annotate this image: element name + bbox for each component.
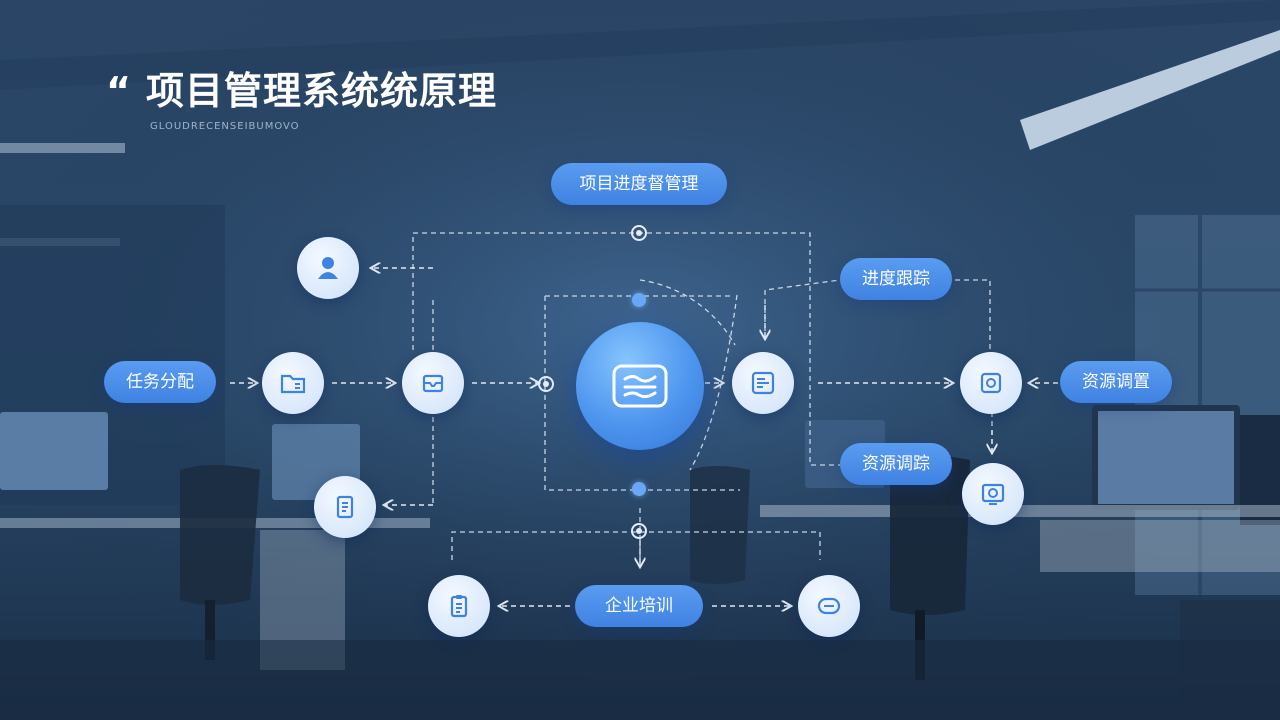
node-chat[interactable] — [798, 575, 860, 637]
label-project-progress[interactable]: 项目进度督管理 — [551, 163, 727, 205]
node-inbox[interactable] — [402, 352, 464, 414]
chat-icon — [817, 597, 841, 615]
document-list-icon — [612, 364, 668, 408]
node-folder[interactable] — [262, 352, 324, 414]
document-icon — [336, 495, 354, 519]
label-resource-tracking[interactable]: 资源调踪 — [840, 443, 952, 485]
inbox-icon — [422, 374, 444, 393]
junction-top — [631, 225, 647, 241]
user-icon — [318, 257, 338, 279]
central-hub[interactable] — [576, 322, 704, 450]
monitor-icon — [981, 483, 1005, 505]
dashboard-icon — [751, 371, 775, 395]
label-task-assignment[interactable]: 任务分配 — [104, 361, 216, 403]
label-progress-tracking[interactable]: 进度跟踪 — [840, 258, 952, 300]
node-document[interactable] — [314, 476, 376, 538]
page-subtitle: GLOUDRECENSEIBUMOVO — [150, 121, 300, 132]
node-settings[interactable] — [960, 352, 1022, 414]
junction-left — [538, 376, 554, 392]
hub-anchor-bottom — [632, 482, 646, 496]
node-clipboard[interactable] — [428, 575, 490, 637]
settings-icon — [980, 372, 1002, 394]
clipboard-icon — [450, 595, 468, 618]
folder-icon — [280, 374, 306, 394]
node-dashboard[interactable] — [732, 352, 794, 414]
node-monitor[interactable] — [962, 463, 1024, 525]
quote-mark: “ — [106, 69, 132, 113]
node-user[interactable] — [297, 237, 359, 299]
label-resource-config[interactable]: 资源调置 — [1060, 361, 1172, 403]
junction-bottom — [631, 523, 647, 539]
page-title: “ 项目管理系统统原理 — [106, 60, 497, 115]
title-text: 项目管理系统统原理 — [145, 69, 497, 113]
label-enterprise-training[interactable]: 企业培训 — [575, 585, 703, 627]
hub-anchor-top — [632, 293, 646, 307]
